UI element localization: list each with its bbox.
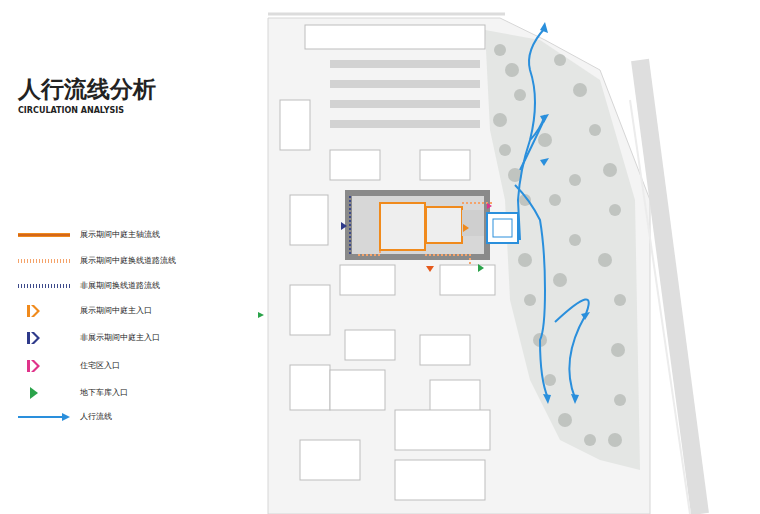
legend-sample	[16, 304, 72, 318]
legend-sample	[16, 359, 72, 373]
legend-sample	[16, 254, 72, 268]
legend-text: 展示期间中庭主轴流线	[80, 230, 160, 240]
legend-sample	[16, 228, 72, 242]
legend-sample	[16, 410, 72, 424]
legend-text: 人行流线	[80, 412, 112, 422]
legend-text: 展示期间中庭主入口	[80, 306, 152, 316]
legend-sample	[16, 279, 72, 293]
legend-text: 非展期间换线道路流线	[80, 281, 160, 291]
legend-text: 非展示期间中庭主入口	[80, 333, 160, 343]
legend-sample	[16, 331, 72, 345]
subtitle: CIRCULATION ANALYSIS	[18, 106, 124, 116]
map-title: 人行流线分析	[18, 76, 156, 104]
legend-text: 住宅区入口	[80, 361, 120, 371]
legend-sample	[16, 386, 72, 400]
legend-text: 展示期间中庭换线道路流线	[80, 256, 176, 266]
legend-text: 地下车库入口	[80, 388, 128, 398]
